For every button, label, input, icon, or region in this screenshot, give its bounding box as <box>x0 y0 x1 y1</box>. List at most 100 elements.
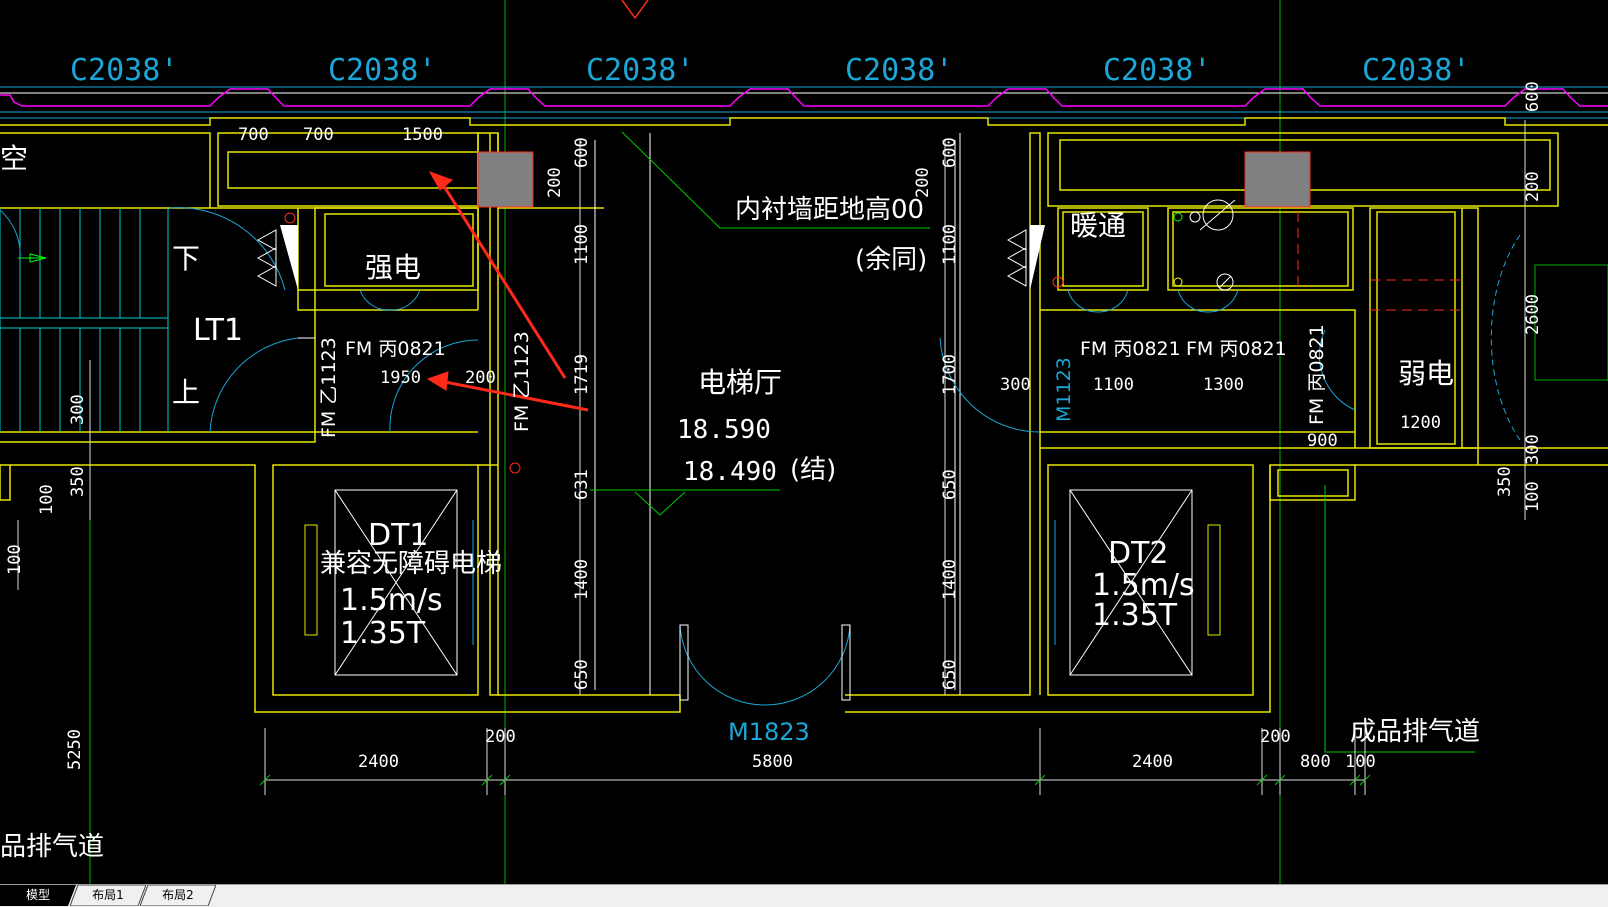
tab-layout2[interactable]: 布局2 <box>140 885 216 906</box>
tab-layout2-label: 布局2 <box>162 888 194 902</box>
dim-1950: 1950 <box>380 368 421 388</box>
dim-700b: 700 <box>303 125 334 145</box>
dim-v300r: 300 <box>1523 434 1543 465</box>
tab-layout1-shape <box>70 885 146 906</box>
dim-v200a: 200 <box>545 167 565 198</box>
dimension-lines <box>17 120 1526 795</box>
dim-v2600: 2600 <box>1523 294 1543 335</box>
dim-350-left: 350 <box>68 466 88 497</box>
door-swings <box>0 207 1521 706</box>
dimension-texts-vertical: 300 350 100 100 5250 600 200 1100 1719 6… <box>5 81 1543 770</box>
dim-v1400a: 1400 <box>572 559 592 600</box>
window-tags: C2038' C2038' C2038' C2038' C2038' C2038… <box>70 53 1470 88</box>
elevator-2-id: DT2 <box>1108 536 1169 571</box>
dimension-texts: 700 700 1500 1950 200 300 1100 1300 1200… <box>238 125 1441 772</box>
dim-v650c: 650 <box>940 659 960 690</box>
dim-v1100b: 1100 <box>940 224 960 265</box>
door-fm-bing-hvac: FM 丙0821 <box>1080 338 1181 360</box>
dim-b200b: 200 <box>1260 727 1291 747</box>
dim-v1719: 1719 <box>572 354 592 395</box>
weak-power-dashed <box>1297 212 1462 311</box>
dim-v650a: 650 <box>572 659 592 690</box>
dim-100-left2: 100 <box>5 544 25 575</box>
exhaust-right: 成品排气道 <box>1350 717 1480 747</box>
dim-v100r: 100 <box>1523 481 1543 512</box>
level-upper: 18.590 <box>677 415 771 445</box>
level-lower: 18.490 <box>683 457 777 487</box>
elevator-1-speed: 1.5m/s <box>340 583 443 618</box>
door-fm-mid: FM 乙1123 <box>511 331 533 432</box>
notes: 内衬墙距地高00 (余同) 18.590 18.490 (结) 成品排气道 品排… <box>0 195 1480 862</box>
lining-wall-note: 内衬墙距地高00 <box>735 195 924 225</box>
wall-openings <box>594 133 961 695</box>
fire-hydrant-icon <box>256 212 1064 474</box>
tab-model[interactable]: 模型 <box>0 885 76 906</box>
dim-v600r: 600 <box>1523 81 1543 112</box>
dim-b800: 800 <box>1300 752 1331 772</box>
window-tag-2: C2038' <box>328 53 436 88</box>
door-fm-bing-left: FM 丙0821 <box>345 338 446 360</box>
door-m1823: M1823 <box>728 718 810 746</box>
room-hvac: 暖通 <box>1070 209 1126 242</box>
window-tag-3: C2038' <box>586 53 694 88</box>
dim-1100: 1100 <box>1093 375 1134 395</box>
tab-layout1-label: 布局1 <box>92 888 124 902</box>
door-labels: FM 丙0821 FM 乙1123 FM 乙1123 FM 丙0821 FM 丙… <box>318 324 1328 746</box>
tab-model-shape <box>0 885 76 906</box>
annotation-arrows <box>426 171 589 412</box>
dim-5250: 5250 <box>65 729 85 770</box>
floor-plan-drawing[interactable]: C2038' C2038' C2038' C2038' C2038' C2038… <box>0 0 1608 884</box>
level-marker-icon <box>634 491 686 516</box>
window-frames <box>0 88 1608 107</box>
dim-v1700: 1700 <box>940 354 960 395</box>
dim-v600b: 600 <box>940 137 960 168</box>
tab-model-label: 模型 <box>25 888 50 902</box>
elevator-2-load: 1.35T <box>1092 598 1178 633</box>
dim-v650b: 650 <box>940 469 960 500</box>
dim-100-left: 100 <box>37 484 57 515</box>
dim-300-left: 300 <box>68 394 88 425</box>
tab-layout2-shape <box>140 885 216 906</box>
water-pipe-icon <box>1173 199 1236 291</box>
dim-200-mid: 200 <box>465 368 496 388</box>
dim-v600a: 600 <box>572 137 592 168</box>
door-fm-bing-weak: FM 丙0821 <box>1306 324 1328 425</box>
dim-300-r: 300 <box>1000 375 1031 395</box>
top-marker-icon <box>621 0 649 20</box>
layout-tab-bar: 模型 布局1 布局2 <box>0 884 1608 907</box>
cad-drawing-canvas[interactable]: C2038' C2038' C2038' C2038' C2038' C2038… <box>0 0 1608 884</box>
dim-1300: 1300 <box>1203 375 1244 395</box>
tab-layout1[interactable]: 布局1 <box>70 885 146 906</box>
dim-700a: 700 <box>238 125 269 145</box>
dim-b2400b: 2400 <box>1132 752 1173 772</box>
dim-v350r: 350 <box>1495 466 1515 497</box>
stair-lines <box>0 208 169 432</box>
room-strong-power: 强电 <box>365 251 421 284</box>
dimension-ticks <box>259 774 1371 786</box>
dim-v631: 631 <box>572 469 592 500</box>
dim-v200b: 200 <box>913 167 933 198</box>
elevator-1-note: 兼容无障碍电梯 <box>320 549 502 579</box>
structural-note: (结) <box>790 455 836 485</box>
stair-label: LT1 <box>193 313 243 348</box>
dim-b100: 100 <box>1345 752 1376 772</box>
exhaust-left: 品排气道 <box>0 832 104 862</box>
stair-down: 下 <box>172 242 200 275</box>
elevator-labels: DT1 兼容无障碍电梯 1.5m/s 1.35T DT2 1.5m/s 1.35… <box>320 518 1195 651</box>
duct-shaft-left <box>477 151 534 208</box>
left-edge-label: 空 <box>0 142 28 175</box>
elevator-2-speed: 1.5m/s <box>1092 568 1195 603</box>
dim-v1400b: 1400 <box>940 559 960 600</box>
window-tag-1: C2038' <box>70 53 178 88</box>
window-tag-5: C2038' <box>1103 53 1211 88</box>
stair-up: 上 <box>172 376 200 409</box>
dim-b5800: 5800 <box>752 752 793 772</box>
room-weak-power: 弱电 <box>1398 357 1454 390</box>
dim-v1100a: 1100 <box>572 224 592 265</box>
leader-lines <box>590 131 1475 753</box>
dim-v200r: 200 <box>1523 171 1543 202</box>
window-tag-4: C2038' <box>845 53 953 88</box>
elevator-1-id: DT1 <box>368 518 429 553</box>
same-below-note: (余同) <box>855 245 927 275</box>
walls <box>0 117 1608 713</box>
